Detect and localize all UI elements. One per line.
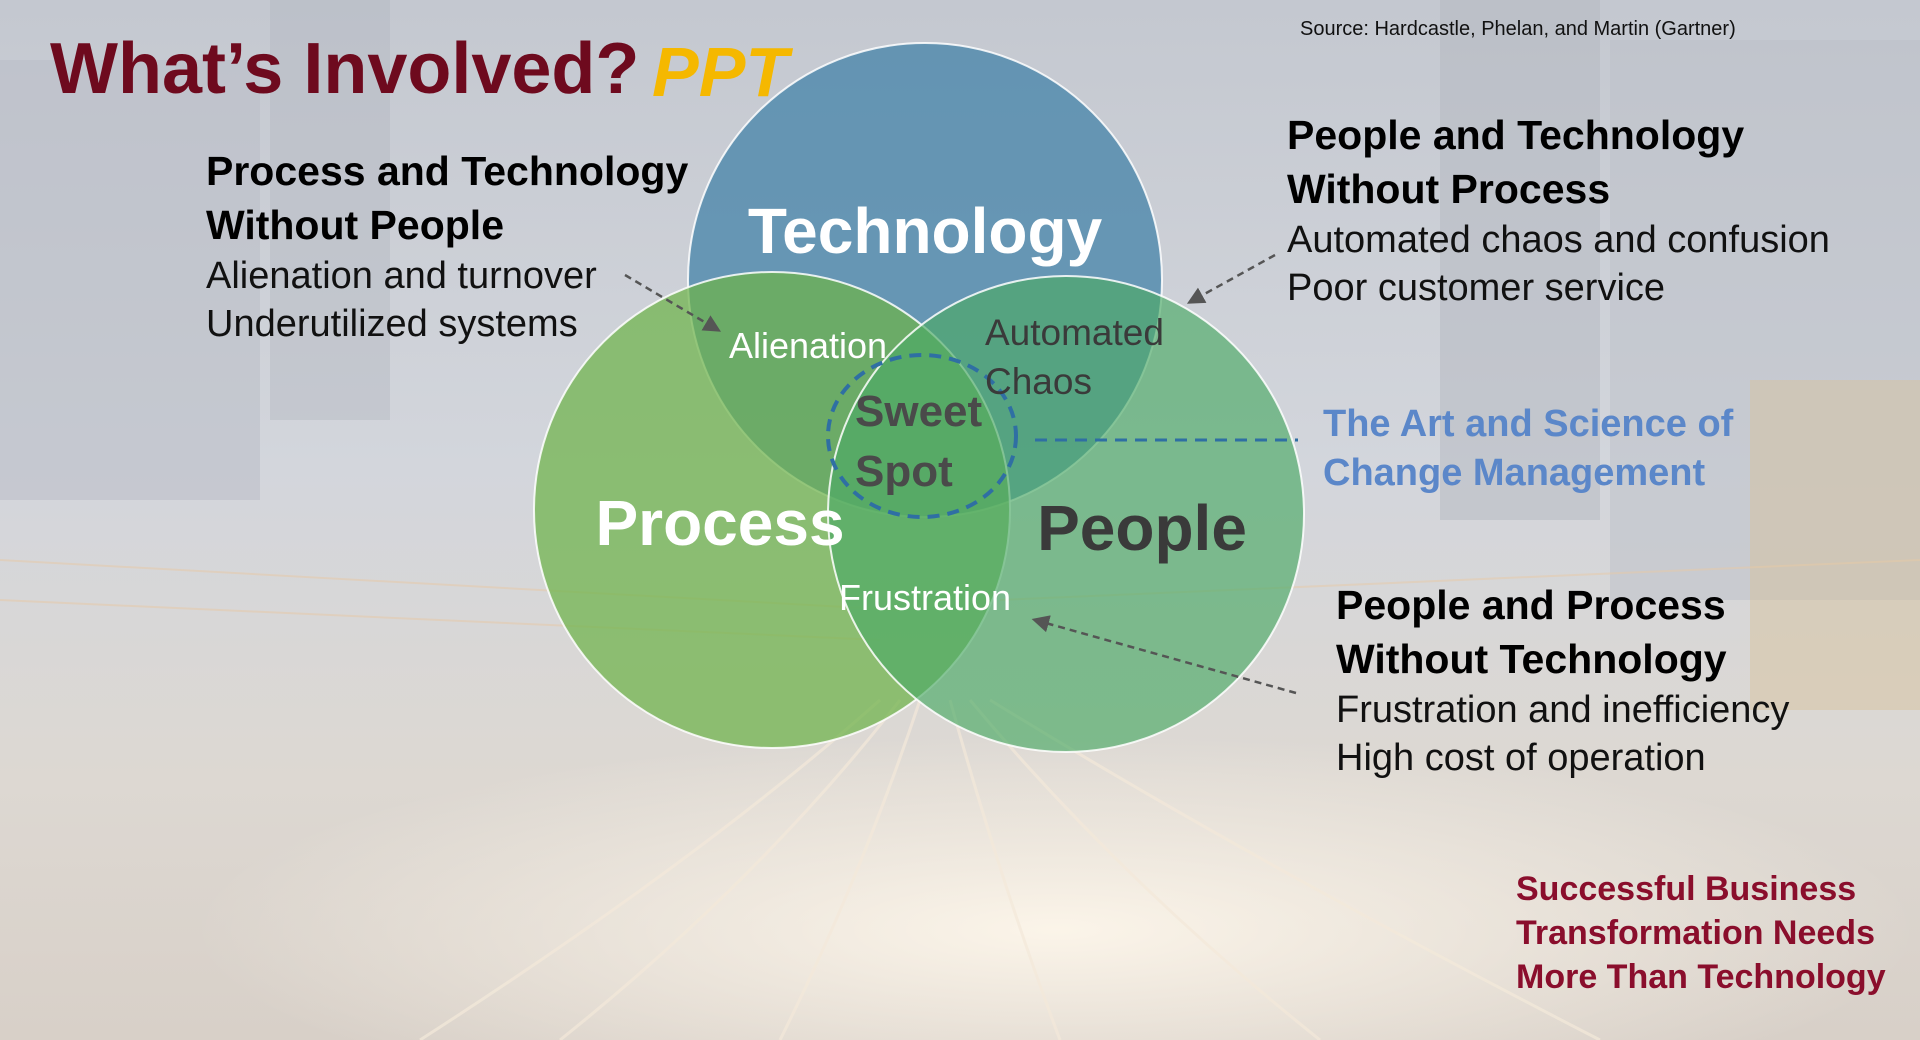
people-circle <box>827 275 1305 753</box>
slide-title: What’s Involved? <box>50 29 640 109</box>
people-label: People <box>1037 492 1247 564</box>
transformation-callout: Successful Business Transformation Needs… <box>1516 867 1886 999</box>
block-heading-line2: Without Process <box>1287 166 1611 212</box>
block-detail-line: Alienation and turnover <box>206 255 597 297</box>
slide-title-accent: PPT <box>652 33 789 111</box>
sweet-spot-label-line2: Spot <box>855 447 953 496</box>
source-citation: Source: Hardcastle, Phelan, and Martin (… <box>1300 18 1736 40</box>
frustration-arrow <box>1031 615 1297 695</box>
technology-label: Technology <box>748 195 1103 267</box>
process-label: Process <box>595 487 844 559</box>
automated-chaos-label-line1: Automated <box>985 312 1164 353</box>
change-management-line1: The Art and Science of <box>1323 403 1734 445</box>
frustration-label: Frustration <box>839 577 1011 618</box>
alienation-label: Alienation <box>729 325 887 366</box>
block-heading-line2: Without Technology <box>1336 636 1727 682</box>
callout-line1: Successful Business <box>1516 870 1857 908</box>
automated-chaos-label-line2: Chaos <box>985 361 1092 402</box>
block-detail-line: Automated chaos and confusion <box>1287 219 1830 261</box>
people-technology-block: People and Technology Without Process Au… <box>1287 108 1830 312</box>
people-process-block: People and Process Without Technology Fr… <box>1336 578 1789 782</box>
block-heading-line1: People and Technology <box>1287 112 1745 158</box>
callout-line3: More Than Technology <box>1516 958 1886 996</box>
alienation-arrow <box>624 273 722 332</box>
block-detail-line: High cost of operation <box>1336 737 1706 779</box>
change-management-text: The Art and Science of Change Management <box>1323 400 1733 498</box>
sweet-spot-outline <box>826 353 1018 519</box>
sweet-spot-label-line1: Sweet <box>855 387 983 436</box>
block-detail-line: Poor customer service <box>1287 267 1666 309</box>
block-detail-line: Underutilized systems <box>206 303 578 345</box>
block-heading-line2: Without People <box>206 202 504 248</box>
change-management-line2: Change Management <box>1323 452 1706 494</box>
block-heading-line1: People and Process <box>1336 582 1726 628</box>
callout-line2: Transformation Needs <box>1516 914 1875 952</box>
block-detail-line: Frustration and inefficiency <box>1336 689 1790 731</box>
block-heading-line1: Process and Technology <box>206 148 689 194</box>
process-technology-block: Process and Technology Without People Al… <box>206 144 688 348</box>
automated-chaos-arrow <box>1186 253 1276 304</box>
